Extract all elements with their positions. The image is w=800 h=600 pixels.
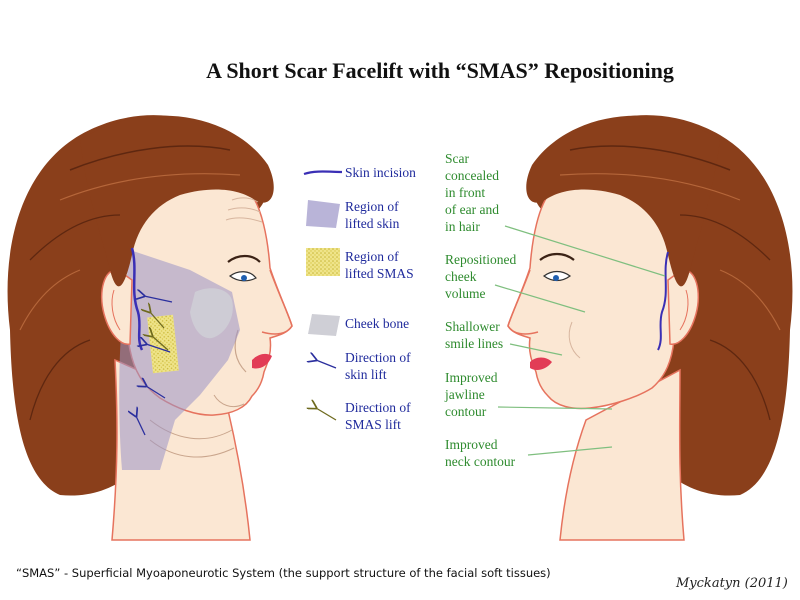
annotation-scar: Scar concealed in front of ear and in ha… xyxy=(445,151,499,234)
annotation-cheek-volume: Repositioned cheek volume xyxy=(445,252,517,301)
leader-scar xyxy=(504,225,666,277)
after-neck xyxy=(559,368,685,541)
before-face xyxy=(7,115,293,541)
after-hair-front xyxy=(526,115,720,287)
legend-incision-swatch xyxy=(303,170,343,176)
before-ear xyxy=(100,269,133,345)
legend-lifted-skin: Region of lifted skin xyxy=(345,199,400,231)
diagram-title: A Short Scar Facelift with “SMAS” Reposi… xyxy=(206,58,674,83)
author-signature: Myckatyn (2011) xyxy=(676,576,788,591)
before-nose xyxy=(261,269,293,335)
after-scar xyxy=(657,251,669,351)
after-eyebrow xyxy=(539,252,575,261)
leader-jawline xyxy=(497,406,613,410)
after-nose xyxy=(507,269,539,335)
legend-skin-arrow xyxy=(316,360,337,369)
legend-smas-arrow xyxy=(316,408,337,421)
leader-neck xyxy=(527,446,613,456)
legend-cheek-bone: Cheek bone xyxy=(345,316,410,331)
smas-footnote: “SMAS” - Superficial Myoaponeurotic Syst… xyxy=(16,566,551,580)
legend-lifted-smas: Region of lifted SMAS xyxy=(345,249,414,281)
annotation-jawline: Improved jawline contour xyxy=(445,370,498,419)
legend-smas-lift-direction: Direction of SMAS lift xyxy=(345,400,411,432)
legend-skin-lift-direction: Direction of skin lift xyxy=(345,350,411,382)
before-hair-front xyxy=(80,115,274,287)
annotation-smile-lines: Shallower smile lines xyxy=(445,319,504,351)
after-lips xyxy=(530,357,552,370)
legend-swatches xyxy=(303,170,343,421)
legend-smas-swatch xyxy=(306,248,340,276)
legend-skin-swatch xyxy=(306,200,340,228)
before-eyebrow xyxy=(227,254,261,263)
after-face xyxy=(494,115,793,541)
legend-skin-incision: Skin incision xyxy=(345,165,416,180)
leader-smile xyxy=(509,343,563,356)
before-smas-region xyxy=(147,314,179,374)
annotation-neck: Improved neck contour xyxy=(445,437,516,469)
leader-cheek xyxy=(494,284,586,313)
before-cheek-bone xyxy=(190,288,233,339)
after-ear xyxy=(667,269,700,345)
legend-cheekbone-swatch xyxy=(308,314,340,336)
before-lips xyxy=(252,353,272,369)
